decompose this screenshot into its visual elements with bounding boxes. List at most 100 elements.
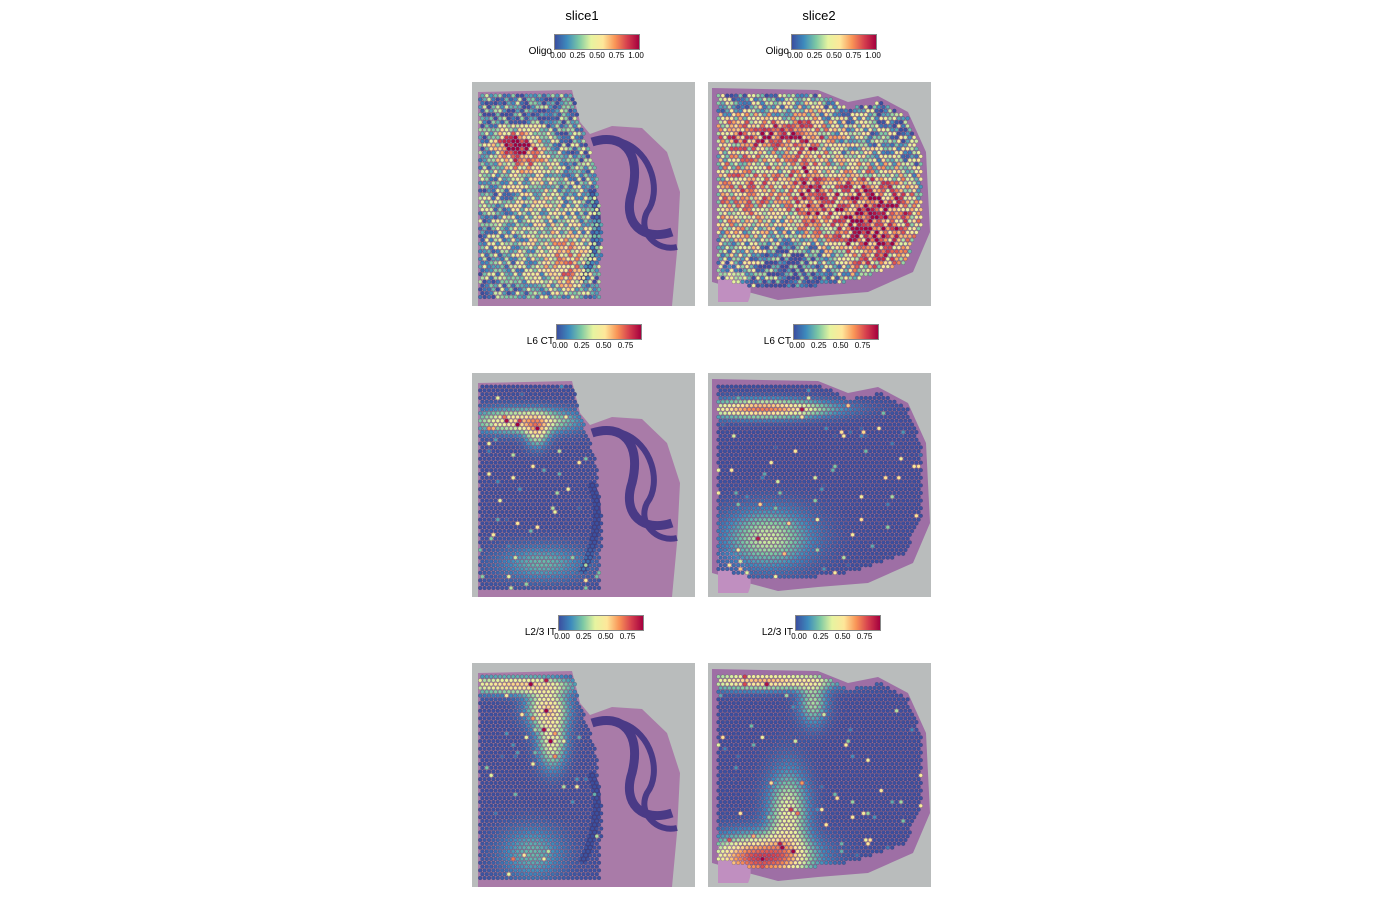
spot <box>502 237 507 243</box>
spot <box>835 215 840 220</box>
spot <box>881 142 886 148</box>
spot <box>533 199 538 205</box>
spot <box>788 158 794 163</box>
spot <box>552 411 558 416</box>
spot <box>478 456 483 461</box>
spot <box>513 249 518 254</box>
spot <box>508 441 514 446</box>
spot <box>782 131 787 136</box>
spot <box>541 430 547 435</box>
spot <box>517 494 522 499</box>
spot <box>802 142 807 148</box>
spot <box>850 272 855 277</box>
spot <box>872 112 877 117</box>
spot <box>901 116 906 121</box>
spot <box>497 177 503 182</box>
spot <box>502 475 507 480</box>
spot <box>898 135 904 140</box>
spot <box>497 230 503 235</box>
spot <box>581 475 586 480</box>
spot <box>828 104 833 110</box>
spot <box>592 570 597 575</box>
spot <box>740 256 745 262</box>
spot <box>716 146 721 151</box>
spot <box>749 104 754 110</box>
spot <box>894 142 899 148</box>
spot <box>839 253 844 258</box>
spot <box>544 112 549 117</box>
spot <box>764 116 769 121</box>
spot <box>550 407 555 412</box>
spot <box>799 93 805 98</box>
spot <box>541 215 547 220</box>
spot <box>478 196 483 201</box>
spot <box>879 131 884 136</box>
column-title-slice2: slice2 <box>802 8 836 23</box>
spot <box>826 169 831 174</box>
spot <box>813 169 818 174</box>
spot <box>535 180 540 186</box>
spot <box>522 272 527 277</box>
spot <box>559 528 564 534</box>
spot <box>594 184 599 189</box>
spot <box>852 268 857 273</box>
spot <box>506 551 511 556</box>
spot <box>478 411 483 416</box>
spot <box>583 279 588 284</box>
spot <box>522 127 527 132</box>
spot <box>859 158 864 163</box>
spot <box>850 241 855 246</box>
spot <box>548 570 553 575</box>
spot <box>522 180 527 186</box>
spot <box>568 184 573 189</box>
spot <box>484 475 489 480</box>
spot <box>524 483 529 488</box>
spot <box>738 169 743 174</box>
spot <box>559 275 564 281</box>
spot <box>824 173 829 178</box>
spot <box>486 203 492 208</box>
spot <box>533 559 538 564</box>
spot <box>561 279 566 284</box>
spot <box>720 93 725 98</box>
spot <box>848 184 853 189</box>
spot <box>742 260 747 265</box>
spot <box>901 207 906 212</box>
spot <box>546 536 551 541</box>
spot <box>848 123 853 129</box>
spot <box>559 222 564 227</box>
spot <box>524 237 529 243</box>
spot <box>502 192 507 197</box>
spot <box>486 547 492 553</box>
spot <box>793 264 798 269</box>
spot <box>572 468 577 473</box>
spot <box>508 502 514 507</box>
spot <box>537 574 542 579</box>
spot <box>563 222 569 227</box>
spot <box>541 161 547 167</box>
spot <box>570 449 575 454</box>
spot <box>909 161 915 167</box>
spot <box>585 268 591 273</box>
spot <box>535 388 540 393</box>
spot <box>506 139 511 144</box>
spot <box>506 536 511 541</box>
spot <box>480 498 485 503</box>
spot <box>852 230 857 235</box>
spot <box>533 574 538 579</box>
spot <box>482 479 487 484</box>
spot <box>898 226 904 231</box>
spot <box>846 158 851 163</box>
spot <box>773 146 778 151</box>
spot <box>484 574 489 579</box>
spot <box>795 116 800 121</box>
spot <box>758 104 763 110</box>
spot <box>570 104 575 110</box>
spot <box>766 241 772 246</box>
spot <box>879 108 884 113</box>
spot <box>804 207 809 212</box>
spot <box>513 264 518 269</box>
spot <box>511 468 516 473</box>
spot <box>777 139 783 144</box>
spot <box>832 211 838 216</box>
